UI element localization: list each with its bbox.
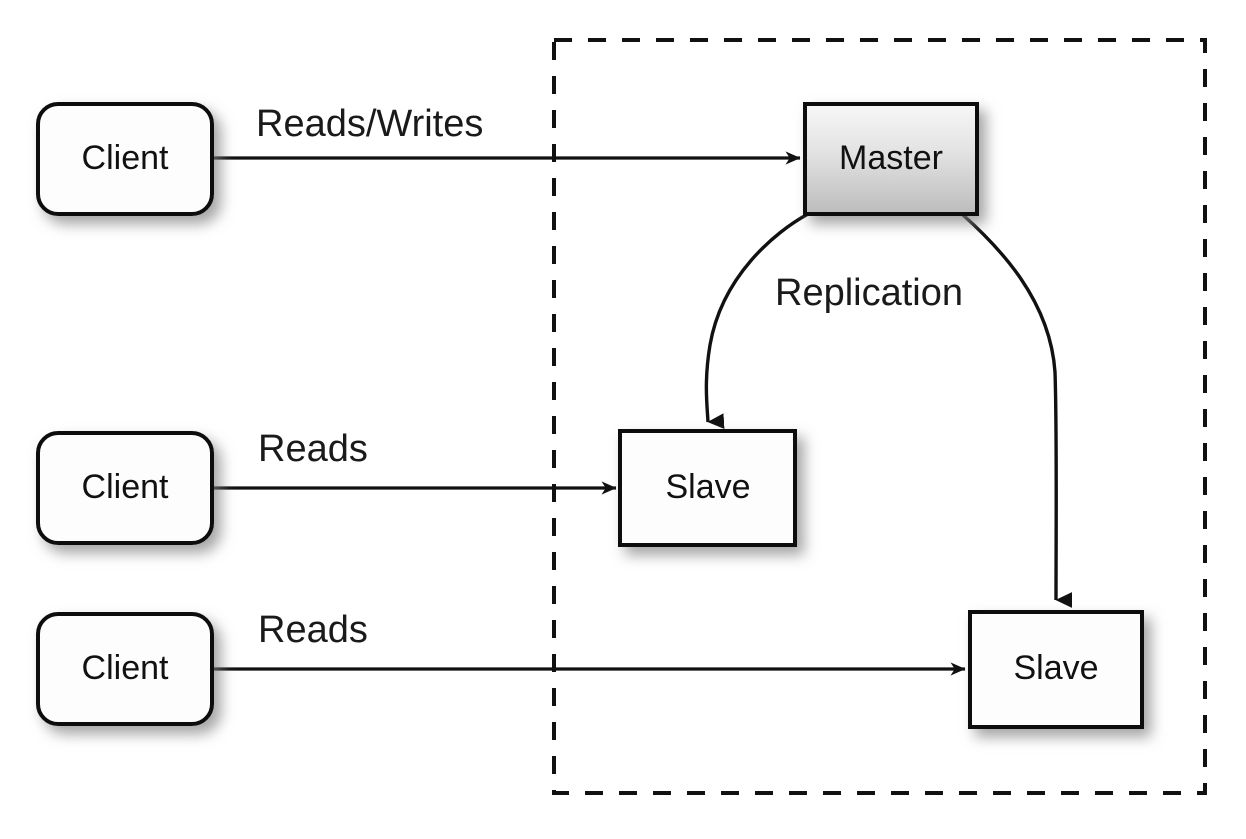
node-slave-1[interactable]: Slave bbox=[618, 429, 797, 547]
edge-master-slave1-curve bbox=[704, 212, 809, 429]
slave-2-box[interactable] bbox=[968, 610, 1144, 729]
node-client-2[interactable]: Client bbox=[36, 431, 214, 545]
database-cluster-boundary bbox=[552, 38, 1207, 795]
client-3-label: Client bbox=[82, 649, 169, 687]
edge-label-reads-slave1: Reads bbox=[258, 428, 368, 470]
node-slave-2[interactable]: Slave bbox=[968, 610, 1144, 729]
edge-label-reads-slave2: Reads bbox=[258, 609, 368, 651]
client-3-box[interactable] bbox=[36, 612, 214, 726]
node-client-1[interactable]: Client bbox=[36, 102, 214, 216]
client-1-label: Client bbox=[82, 139, 169, 177]
master-box[interactable] bbox=[803, 102, 979, 216]
slave-1-label: Slave bbox=[665, 468, 750, 506]
edge-label-reads-writes: Reads/Writes bbox=[256, 103, 483, 145]
node-client-3[interactable]: Client bbox=[36, 612, 214, 726]
master-label: Master bbox=[839, 139, 943, 177]
client-2-label: Client bbox=[82, 468, 169, 506]
client-2-box[interactable] bbox=[36, 431, 214, 545]
node-master[interactable]: Master bbox=[803, 102, 979, 216]
edge-label-replication: Replication bbox=[775, 272, 963, 314]
slave-2-label: Slave bbox=[1013, 649, 1098, 687]
edge-master-slave2-curve bbox=[960, 212, 1073, 608]
slave-1-box[interactable] bbox=[618, 429, 797, 547]
client-1-box[interactable] bbox=[36, 102, 214, 216]
